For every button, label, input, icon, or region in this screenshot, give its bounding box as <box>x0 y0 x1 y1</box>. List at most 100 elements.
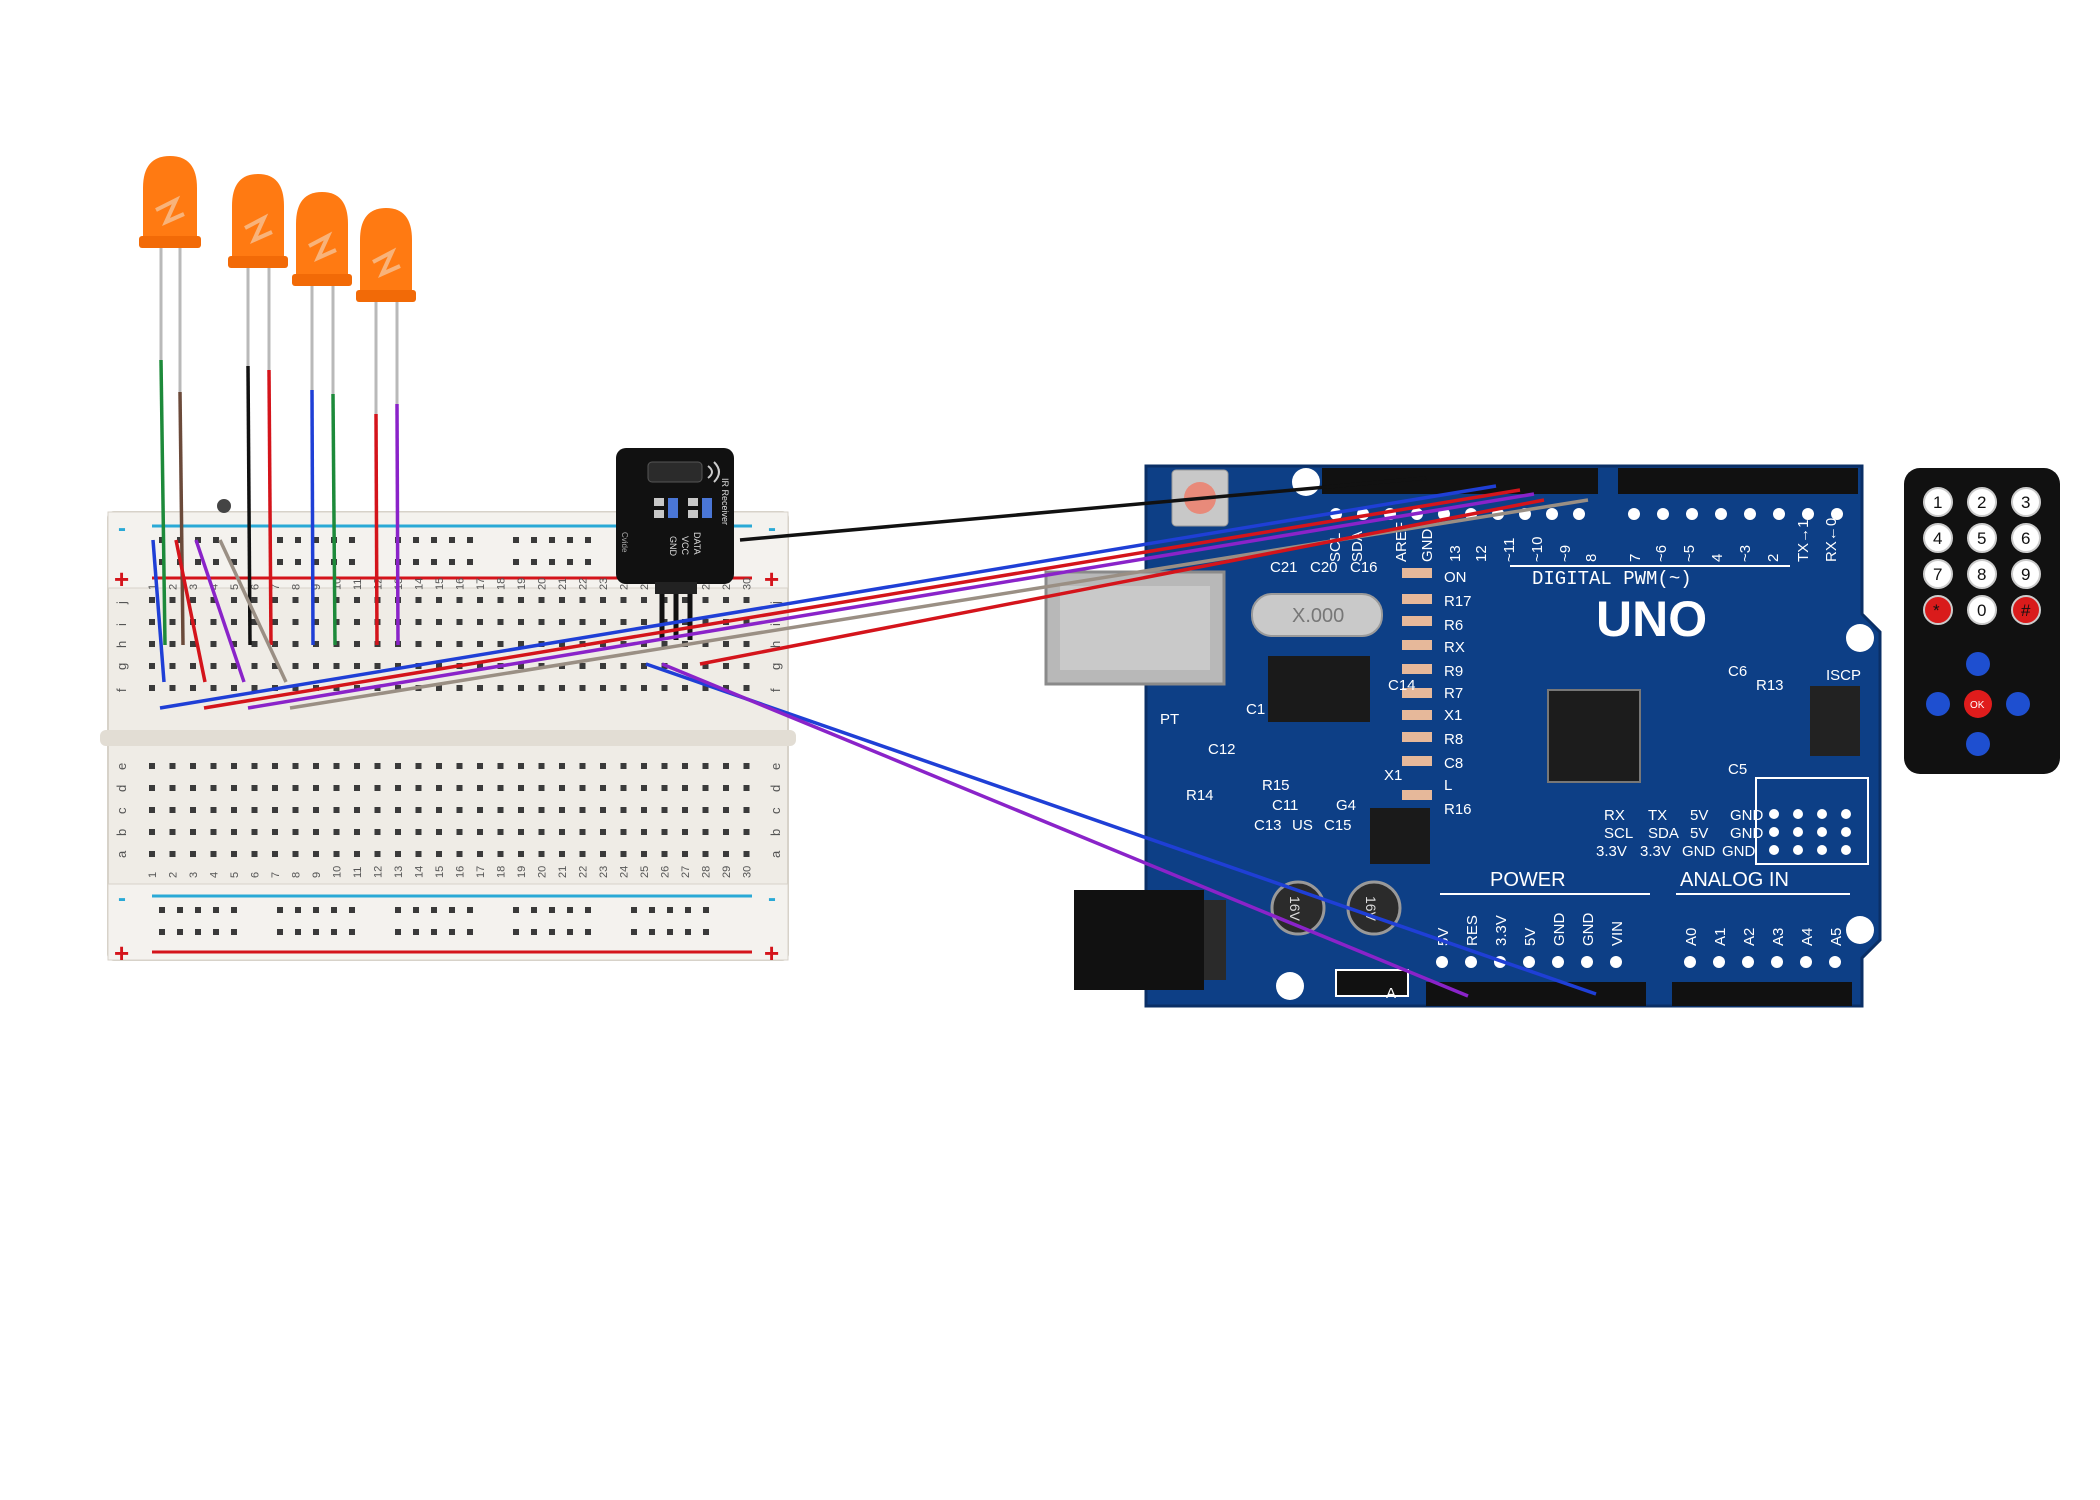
breadboard-hole <box>231 807 237 813</box>
breadboard-hole <box>149 807 155 813</box>
breadboard-hole <box>374 851 381 857</box>
breadboard-hole <box>190 851 196 857</box>
remote-key <box>2011 559 2041 589</box>
header-pin <box>1841 827 1851 837</box>
breadboard-hole <box>661 829 668 835</box>
breadboard-hole <box>682 785 688 791</box>
breadboard-hole <box>518 851 524 857</box>
breadboard-hole <box>354 663 360 669</box>
breadboard-hole <box>272 641 278 647</box>
column-number: 3 <box>188 584 200 590</box>
component-label: X1 <box>1444 707 1462 724</box>
breadboard-hole <box>231 851 237 857</box>
header-row-label: GND <box>1730 807 1764 824</box>
column-number: 18 <box>496 866 508 878</box>
column-number: 17 <box>475 866 487 878</box>
breadboard-hole <box>661 685 668 691</box>
rail-hole <box>177 907 183 913</box>
rail-hole <box>413 537 419 543</box>
header-pin <box>1841 809 1851 819</box>
breadboard-hole <box>641 763 647 769</box>
breadboard-hole <box>333 851 340 857</box>
breadboard-hole <box>477 619 483 625</box>
breadboard-hole <box>702 641 709 647</box>
column-number: 21 <box>557 578 569 590</box>
row-letter: d <box>768 785 783 792</box>
column-number: 9 <box>311 584 323 590</box>
breadboard-hole <box>456 641 463 647</box>
header-pin <box>1769 809 1779 819</box>
analog-pin-label: A0 <box>1683 928 1700 946</box>
power-pin-label: RES <box>1464 915 1481 946</box>
breadboard-hole <box>579 597 586 603</box>
header-pin <box>1686 508 1698 520</box>
breadboard-hole <box>272 807 278 813</box>
breadboard-hole <box>579 829 586 835</box>
breadboard-hole <box>702 829 709 835</box>
breadboard-hole <box>497 807 504 813</box>
breadboard-hole <box>600 785 606 791</box>
remote-key <box>2011 523 2041 553</box>
ir-side-label: Cvide <box>620 532 629 553</box>
rail-hole <box>467 929 473 935</box>
breadboard-hole <box>579 663 586 669</box>
breadboard-hole <box>149 619 155 625</box>
leds <box>139 156 416 414</box>
breadboard-hole <box>169 829 176 835</box>
breadboard-hole <box>579 785 586 791</box>
column-number: 18 <box>496 578 508 590</box>
breadboard-hole <box>723 851 729 857</box>
column-number: 30 <box>742 866 754 878</box>
rail-hole <box>277 537 283 543</box>
breadboard-hole <box>313 785 319 791</box>
breadboard-hole <box>292 619 299 625</box>
rail-hole <box>159 929 165 935</box>
breadboard-hole <box>354 851 360 857</box>
breadboard-hole <box>456 619 463 625</box>
remote-ok-button <box>1964 690 1992 718</box>
breadboard-hole <box>641 663 647 669</box>
breadboard-hole <box>251 597 258 603</box>
header-pin <box>1769 827 1779 837</box>
breadboard-hole <box>538 785 545 791</box>
breadboard-hole <box>251 619 258 625</box>
remote-key-label: 4 <box>1933 529 1942 548</box>
breadboard-hole <box>743 763 750 769</box>
breadboard-hole <box>374 807 381 813</box>
breadboard-hole <box>518 763 524 769</box>
column-number: 15 <box>434 578 446 590</box>
digital-pin-label: ~10 <box>1529 537 1546 562</box>
breadboard-hole <box>559 807 565 813</box>
column-number: 17 <box>475 578 487 590</box>
remote-key-label: # <box>2021 601 2031 620</box>
breadboard-hole <box>169 663 176 669</box>
header-pin <box>1465 956 1477 968</box>
header-row-label: 5V <box>1690 807 1708 824</box>
breadboard-hole <box>436 619 442 625</box>
breadboard-hole <box>395 851 401 857</box>
remote-key <box>1967 487 1997 517</box>
breadboard-hole <box>600 619 606 625</box>
rail-hole <box>685 929 691 935</box>
rail-hole <box>449 929 455 935</box>
breadboard-hole <box>313 851 319 857</box>
component-label: R15 <box>1262 777 1290 794</box>
breadboard-hole <box>231 763 237 769</box>
rail-hole <box>159 559 165 565</box>
breadboard-hole <box>190 597 196 603</box>
breadboard-hole <box>641 785 647 791</box>
breadboard-hole <box>436 829 442 835</box>
breadboard-hole <box>272 829 278 835</box>
breadboard-hole <box>313 619 319 625</box>
ir-pin-data: DATA <box>692 532 702 555</box>
row-letter: g <box>114 663 129 670</box>
breadboard-hole <box>436 597 442 603</box>
rail-hole <box>213 559 219 565</box>
component-label: C5 <box>1728 761 1747 778</box>
breadboard-hole <box>415 851 422 857</box>
digital-pin-label: RX←0 <box>1823 518 1840 562</box>
breadboard-hole <box>518 829 524 835</box>
rail-hole <box>703 929 709 935</box>
breadboard-hole <box>518 619 524 625</box>
